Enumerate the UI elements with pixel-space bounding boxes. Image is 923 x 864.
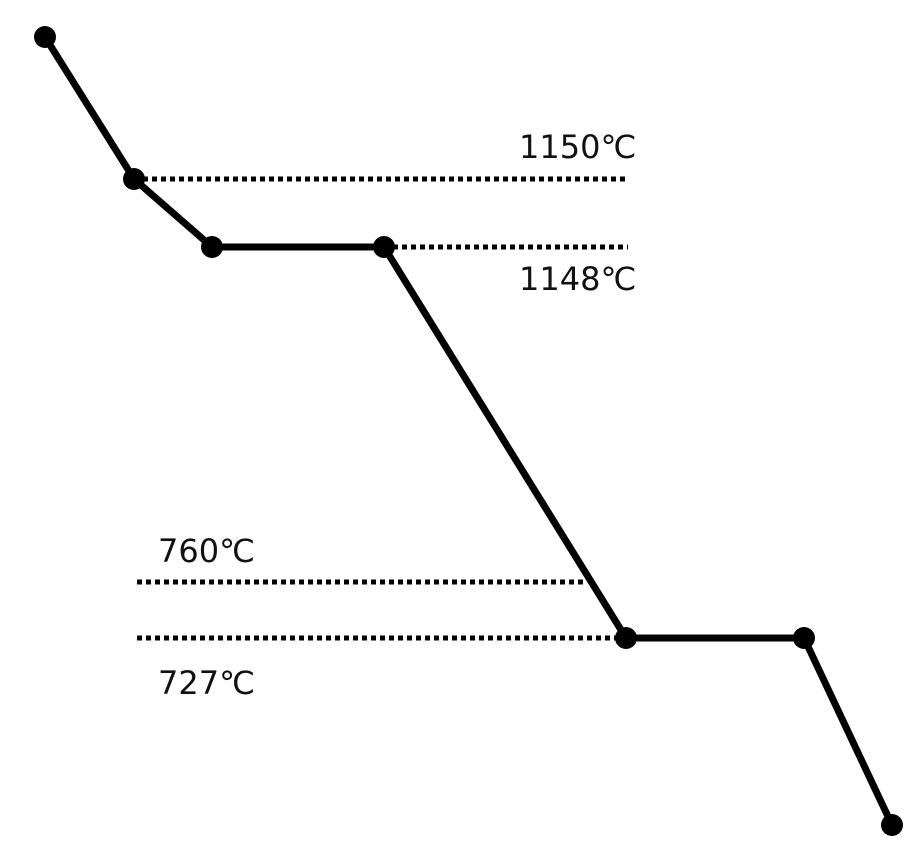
- curve-point: [373, 236, 395, 258]
- curve-point: [123, 168, 145, 190]
- curve-point: [615, 627, 637, 649]
- temperature-label-760: 760℃: [158, 532, 256, 570]
- curve-point: [881, 814, 903, 836]
- temperature-label-727: 727℃: [158, 664, 256, 702]
- temperature-label-1148: 1148℃: [519, 260, 637, 298]
- curve-point: [793, 627, 815, 649]
- curve-point: [34, 26, 56, 48]
- cooling-curve-line: [41, 33, 896, 829]
- temperature-label-1150: 1150℃: [519, 128, 637, 166]
- curve-point: [201, 236, 223, 258]
